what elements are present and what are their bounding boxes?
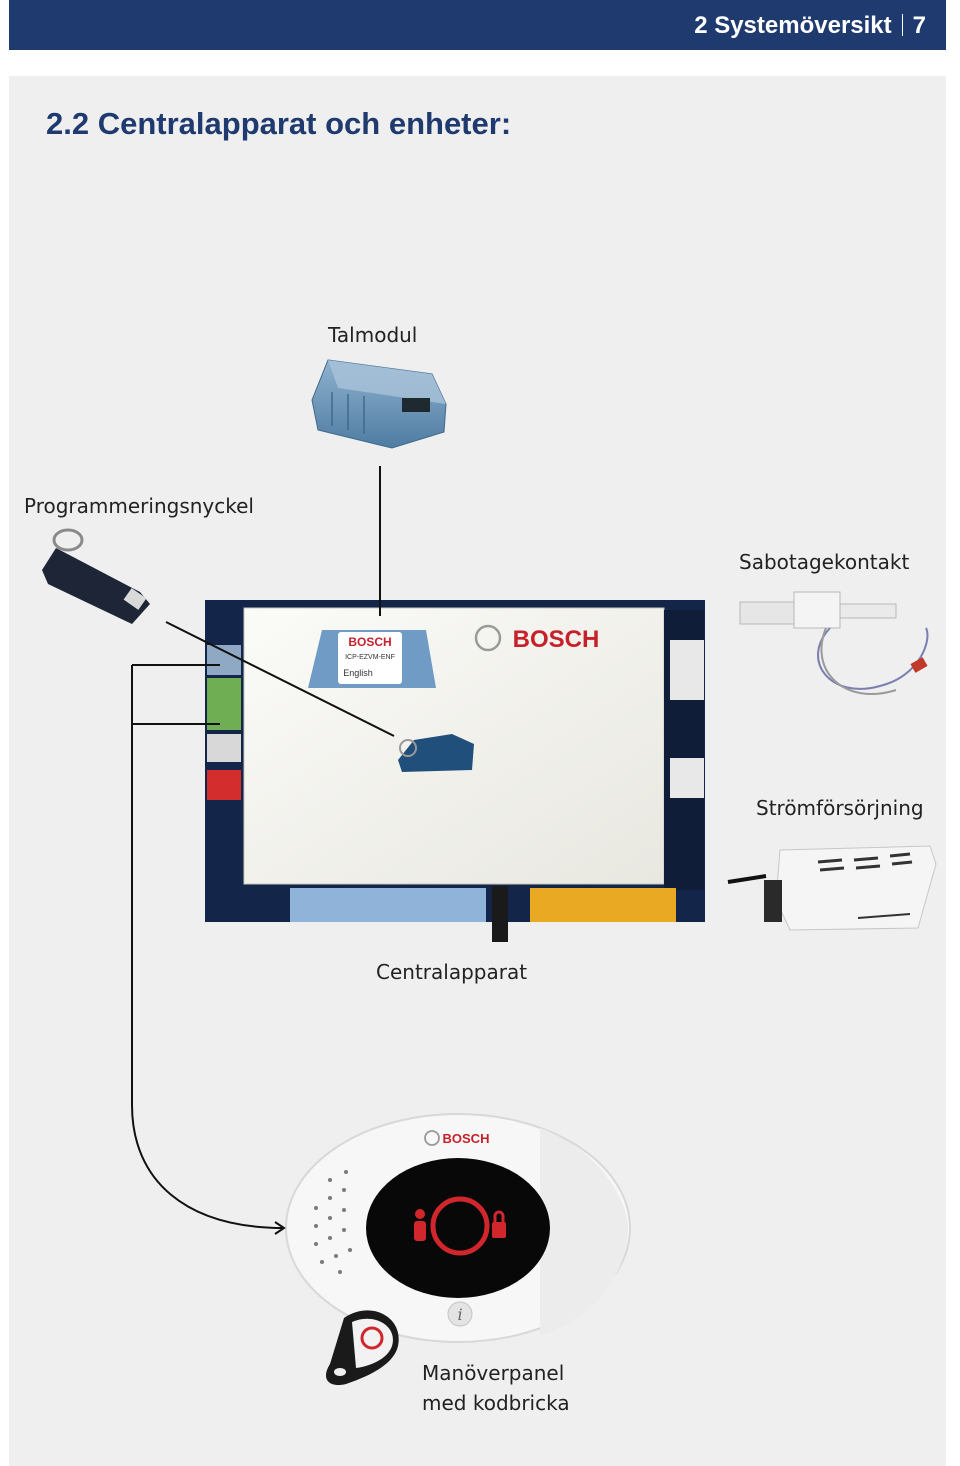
lock-icon <box>492 1222 506 1238</box>
module-brand-text: BOSCH <box>348 635 391 649</box>
section-title: 2.2 Centralapparat och enheter: <box>46 106 512 141</box>
label-tamper-switch: Sabotagekontakt <box>739 550 910 574</box>
label-programming-key: Programmeringsnyckel <box>24 494 254 518</box>
label-control-panel: Centralapparat <box>376 960 528 984</box>
module-model-text: ICP-EZVM-ENF <box>345 654 395 661</box>
info-icon: i <box>457 1305 462 1324</box>
voice-module-image <box>311 359 447 449</box>
label-voice-module: Talmodul <box>328 323 418 347</box>
header-title: 2 Systemöversikt 7 <box>694 12 926 40</box>
control-panel-image: BOSCH ICP-EZVM-ENF English BOSCH <box>205 600 705 942</box>
brand-text: BOSCH <box>513 626 600 653</box>
label-power-supply: Strömförsörjning <box>756 796 924 820</box>
power-supply-image <box>727 845 937 931</box>
tamper-switch-image <box>739 591 929 695</box>
header-section: 2 Systemöversikt <box>694 12 892 39</box>
programming-key-connector-line <box>165 621 395 737</box>
person-icon-body <box>414 1221 426 1241</box>
keypad-brand-text: BOSCH <box>443 1131 490 1146</box>
label-keypad-line2: med kodbricka <box>422 1391 570 1415</box>
keypad-connector-arrow <box>131 665 286 1235</box>
keypad-image: BOSCH i <box>285 1113 631 1386</box>
speaker-grille <box>314 1170 352 1274</box>
keypad-logo-icon <box>424 1130 440 1146</box>
programming-key-image <box>42 528 150 624</box>
person-icon <box>415 1209 425 1219</box>
arm-ring-icon <box>430 1196 490 1256</box>
header-bar: 2 Systemöversikt 7 <box>9 0 946 50</box>
module-language-text: English <box>343 668 373 678</box>
header-divider <box>901 14 903 36</box>
page-number: 7 <box>912 12 926 39</box>
label-keypad-line1: Manöverpanel <box>422 1361 565 1385</box>
bosch-logo-icon <box>474 624 502 652</box>
